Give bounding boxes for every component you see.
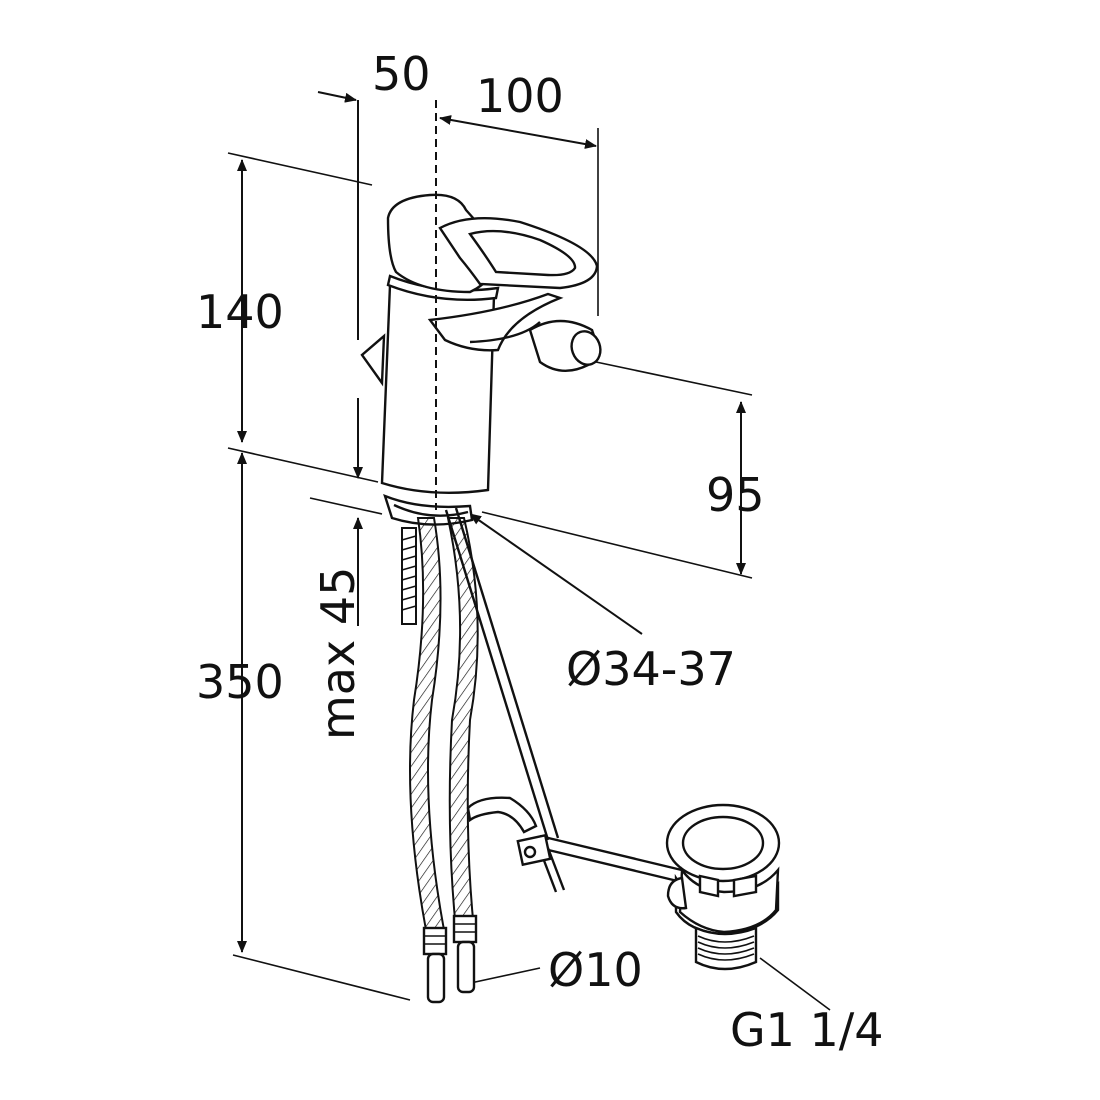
- hose-fitting-right: [452, 914, 478, 994]
- supply-hoses: [401, 517, 479, 1004]
- dim-diameter-34-37: Ø34-37: [566, 642, 736, 696]
- dimension-lines: [227, 91, 831, 1011]
- dim-140: 140: [196, 285, 284, 339]
- dim-95: 95: [706, 468, 765, 522]
- dim-50: 50: [372, 47, 431, 101]
- dimension-labels: 50 100 140 95 350 max 45 Ø34-37 Ø10 G1 1…: [196, 47, 884, 1057]
- hose-fitting-left: [422, 926, 448, 1004]
- dim-max-45: max 45: [311, 567, 365, 740]
- dim-100: 100: [476, 69, 564, 123]
- faucet-body: [360, 193, 602, 526]
- pop-up-waste: [665, 803, 781, 971]
- dim-350: 350: [196, 655, 284, 709]
- pop-up-linkage: [444, 507, 691, 893]
- dim-diameter-10: Ø10: [548, 943, 643, 997]
- mounting-rod: [401, 527, 417, 625]
- dim-thread-g1-1-4: G1 1/4: [730, 1003, 884, 1057]
